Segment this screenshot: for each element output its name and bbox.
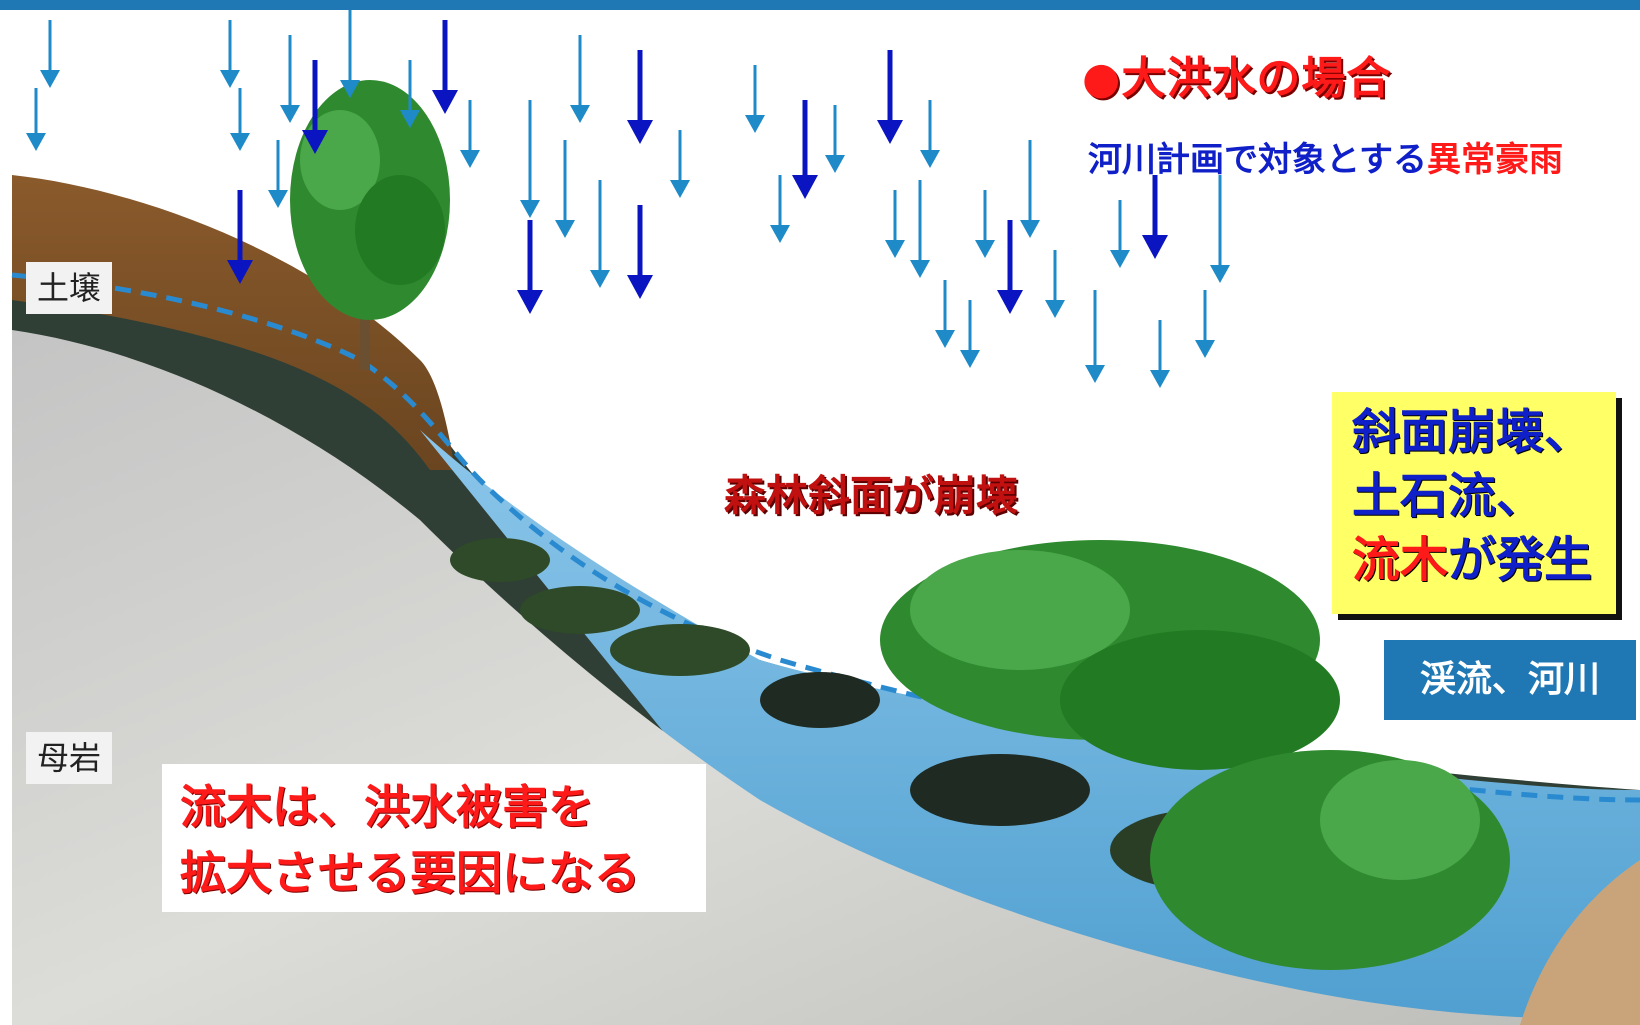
rain-arrow-head bbox=[627, 275, 653, 299]
rain-arrow-head bbox=[627, 120, 653, 144]
rain-arrow-head bbox=[1142, 235, 1168, 259]
driftwood-line-2: 拡大させる要因になる bbox=[180, 846, 640, 900]
rain-arrow-head bbox=[26, 133, 46, 151]
rain-arrow-head bbox=[460, 150, 480, 168]
rainfall-subtitle: 河川計画で対象とする異常豪雨 bbox=[1088, 132, 1563, 181]
rain-arrow-head bbox=[1210, 265, 1230, 283]
rain-arrow-head bbox=[792, 175, 818, 199]
rain-arrow-head bbox=[280, 105, 300, 123]
rain-arrow-head bbox=[1085, 365, 1105, 383]
rainfall-arrows bbox=[26, 10, 1230, 388]
rain-arrow-head bbox=[975, 240, 995, 258]
rain-arrow-head bbox=[520, 200, 540, 218]
rain-arrow-head bbox=[825, 155, 845, 173]
slope-collapse-label: 森林斜面が崩壊 bbox=[724, 471, 1019, 520]
rain-arrow-head bbox=[1045, 300, 1065, 318]
rain-arrow-head bbox=[268, 190, 288, 208]
rain-arrow-head bbox=[555, 220, 575, 238]
rain-arrow-head bbox=[302, 130, 328, 154]
outcome-driftwood-accent: 流木 bbox=[1352, 532, 1449, 588]
rain-arrow-head bbox=[40, 70, 60, 88]
rain-arrow-head bbox=[590, 270, 610, 288]
driftwood-note-box: 流木は、洪水被害を 拡大させる要因になる bbox=[162, 764, 706, 912]
rain-arrow-head bbox=[517, 290, 543, 314]
outcome-line-3-rest: が発生 bbox=[1448, 532, 1593, 588]
rain-arrow-head bbox=[1150, 370, 1170, 388]
rain-arrow-head bbox=[670, 180, 690, 198]
collapsed-tree-mass bbox=[880, 540, 1510, 970]
rainfall-subtitle-accent: 異常豪雨 bbox=[1426, 140, 1563, 180]
right-bank bbox=[1520, 860, 1640, 1025]
rain-arrow-head bbox=[920, 150, 940, 168]
soil-layer bbox=[12, 175, 455, 470]
bedrock-label: 母岩 bbox=[26, 732, 112, 784]
rain-arrow-head bbox=[997, 290, 1023, 314]
rain-arrow-head bbox=[400, 110, 420, 128]
driftwood-line-1: 流木は、洪水被害を bbox=[180, 780, 594, 834]
stream-river-label: 渓流、河川 bbox=[1384, 640, 1636, 720]
rain-arrow-head bbox=[227, 260, 253, 284]
rain-arrow-head bbox=[745, 115, 765, 133]
rain-arrow-head bbox=[885, 240, 905, 258]
rain-arrow-head bbox=[960, 350, 980, 368]
flood-case-title: ●大洪水の場合 bbox=[1082, 53, 1392, 104]
rain-arrow-head bbox=[877, 120, 903, 144]
rain-arrow-head bbox=[340, 80, 360, 98]
soil-label: 土壌 bbox=[26, 262, 112, 314]
rain-arrow-head bbox=[1020, 220, 1040, 238]
header-band bbox=[0, 0, 1640, 10]
rain-arrow-head bbox=[570, 105, 590, 123]
rain-arrow-head bbox=[1110, 250, 1130, 268]
outcome-line-2: 土石流、 bbox=[1352, 468, 1545, 524]
outcome-line-3: 流木が発生 bbox=[1352, 528, 1616, 592]
rain-arrow-head bbox=[220, 70, 240, 88]
outcome-line-1: 斜面崩壊、 bbox=[1352, 404, 1593, 460]
rain-arrow-head bbox=[770, 225, 790, 243]
rain-arrow-head bbox=[910, 260, 930, 278]
rain-arrow-head bbox=[1195, 340, 1215, 358]
rainfall-subtitle-text: 河川計画で対象とする bbox=[1088, 140, 1427, 180]
disaster-outcome-box: 斜面崩壊、 土石流、 流木が発生 bbox=[1332, 392, 1616, 614]
rain-arrow-head bbox=[432, 90, 458, 114]
rain-arrow-head bbox=[230, 133, 250, 151]
rain-arrow-head bbox=[935, 330, 955, 348]
